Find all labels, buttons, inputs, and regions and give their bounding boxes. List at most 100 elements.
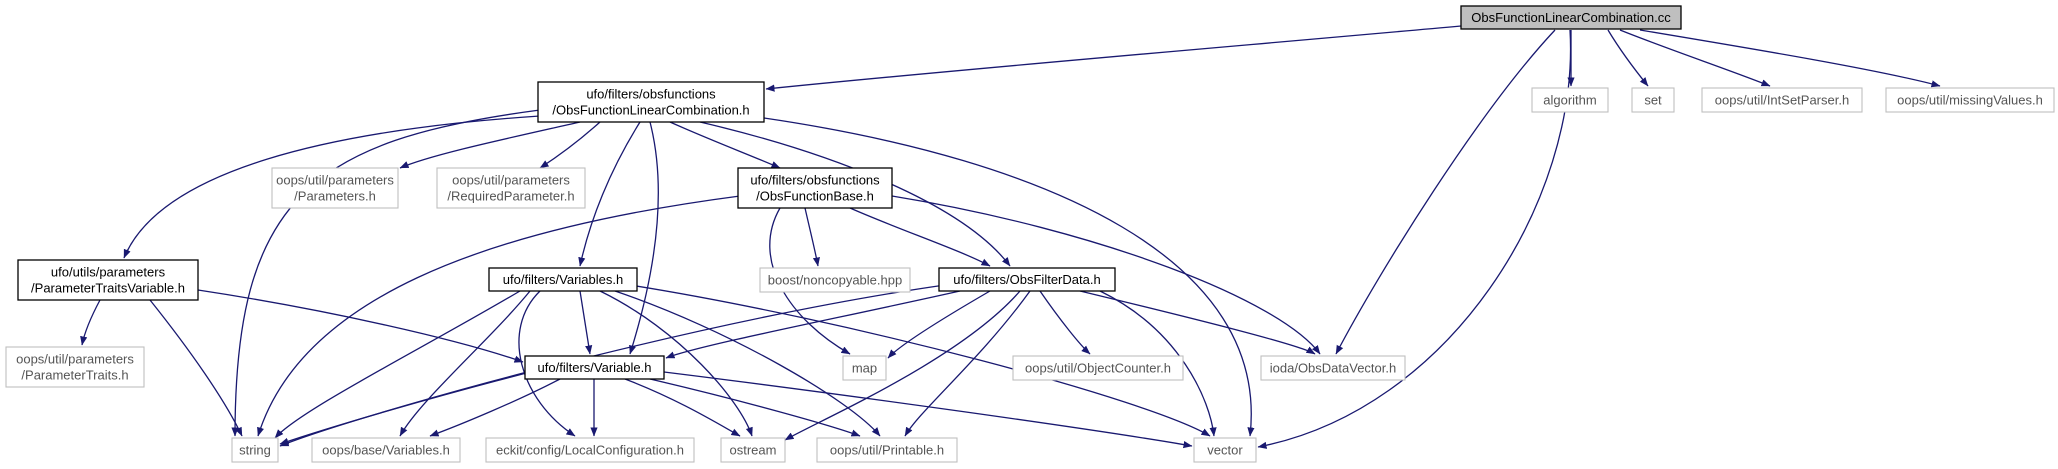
- node-box: [1012, 355, 1184, 381]
- node-box: [311, 437, 461, 463]
- node-lincomb_h[interactable]: ufo/filters/obsfunctions/ObsFunctionLine…: [537, 81, 765, 123]
- edge-root-to-obsdatavector: [1335, 29, 1556, 355]
- edge-lincomb_h-to-obsfunctionbase: [669, 121, 781, 169]
- node-box: [231, 437, 279, 463]
- node-box: [1531, 87, 1609, 113]
- nodes-layer: ObsFunctionLinearCombination.cc ufo/filte…: [5, 5, 2055, 463]
- edge-variables_h-to-basevariables: [399, 290, 531, 437]
- edge-lincomb_h-to-parameters: [399, 121, 581, 169]
- node-label: vector: [1207, 443, 1243, 458]
- edge-variables_h-to-string: [274, 290, 521, 439]
- edge-obsfunctionbase-to-obsdatavector: [891, 195, 1321, 355]
- edge-lincomb_h-to-requiredparam: [539, 121, 601, 169]
- node-label: oops/util/IntSetParser.h: [1715, 93, 1849, 108]
- node-box: [816, 437, 958, 463]
- node-box: [17, 259, 199, 301]
- node-label: ostream: [730, 443, 777, 458]
- edge-obsfilterdata-to-obsdatavector: [1079, 290, 1316, 355]
- edges-layer: [80, 25, 1941, 449]
- node-paramtraitsvar[interactable]: ufo/utils/parameters/ParameterTraitsVari…: [17, 259, 199, 301]
- node-missingvalues: oops/util/missingValues.h: [1885, 87, 2055, 113]
- edge-obsfunctionbase-to-obsfilterdata: [849, 207, 991, 267]
- edge-variables_h-to-ostream: [599, 290, 753, 437]
- node-box: [759, 267, 911, 293]
- edge-variables_h-to-vector: [629, 284, 1211, 437]
- node-root[interactable]: ObsFunctionLinearCombination.cc: [1460, 5, 1682, 30]
- node-parameters: oops/util/parameters/Parameters.h: [271, 167, 399, 209]
- edge-root-to-set: [1607, 29, 1649, 87]
- node-label: ufo/filters/Variable.h: [538, 360, 652, 375]
- node-printable: oops/util/Printable.h: [816, 437, 958, 463]
- node-box: [271, 167, 399, 209]
- node-set: set: [1631, 87, 1675, 113]
- edge-obsfilterdata-to-printable: [904, 290, 1031, 437]
- edge-variable_h-to-string: [279, 371, 528, 447]
- node-label: ufo/filters/obsfunctions: [586, 87, 716, 102]
- node-label: oops/util/parameters: [16, 352, 134, 367]
- node-obsdatavector: ioda/ObsDataVector.h: [1260, 355, 1406, 381]
- edge-paramtraitsvar-to-paramtraits: [80, 299, 101, 346]
- edge-variable_h-to-ostream: [624, 378, 741, 437]
- edge-variable_h-to-printable: [649, 378, 861, 437]
- edge-lincomb_h-to-variables_h: [578, 121, 641, 267]
- node-label: ufo/filters/Variables.h: [503, 272, 623, 287]
- node-label: /RequiredParameter.h: [447, 189, 574, 204]
- node-box: [1460, 5, 1682, 30]
- edge-variable_h-to-vector: [663, 371, 1193, 449]
- node-label: /ObsFunctionLinearCombination.h: [552, 103, 749, 118]
- edge-obsfilterdata-to-map: [887, 290, 991, 359]
- edge-root-to-intsetparser: [1619, 29, 1771, 87]
- node-box: [537, 81, 765, 123]
- node-label: /ParameterTraitsVariable.h: [31, 281, 185, 296]
- edge-obsfilterdata-to-variable_h: [665, 290, 961, 359]
- edge-lincomb_h-to-variable_h: [629, 121, 659, 355]
- edge-paramtraitsvar-to-variable_h: [197, 289, 524, 363]
- node-label: set: [1644, 93, 1662, 108]
- node-label: ufo/filters/obsfunctions: [750, 173, 880, 188]
- node-label: oops/util/Printable.h: [830, 443, 944, 458]
- node-label: /ObsFunctionBase.h: [756, 189, 874, 204]
- node-obsfilterdata[interactable]: ufo/filters/ObsFilterData.h: [938, 267, 1116, 292]
- node-map: map: [842, 355, 887, 381]
- node-box: [938, 267, 1116, 292]
- node-box: [737, 167, 893, 209]
- node-variable_h[interactable]: ufo/filters/Variable.h: [524, 355, 665, 380]
- node-variables_h[interactable]: ufo/filters/Variables.h: [488, 267, 638, 292]
- edge-variables_h-to-printable: [614, 290, 881, 437]
- edge-variable_h-to-basevariables: [429, 378, 561, 437]
- node-basevariables: oops/base/Variables.h: [311, 437, 461, 463]
- node-box: [720, 437, 786, 463]
- node-box: [488, 267, 638, 292]
- node-box: [5, 346, 145, 388]
- node-box: [1701, 87, 1863, 113]
- edge-root-to-vector: [1257, 29, 1572, 449]
- node-box: [1885, 87, 2055, 113]
- node-label: boost/noncopyable.hpp: [768, 273, 902, 288]
- node-box: [1260, 355, 1406, 381]
- edge-lincomb_h-to-vector: [763, 117, 1255, 437]
- node-ostream: ostream: [720, 437, 786, 463]
- node-label: ObsFunctionLinearCombination.cc: [1471, 10, 1671, 25]
- node-box: [1193, 437, 1257, 463]
- node-label: /ParameterTraits.h: [21, 368, 128, 383]
- edge-root-to-lincomb_h: [765, 25, 1462, 92]
- node-label: eckit/config/LocalConfiguration.h: [496, 443, 684, 458]
- node-objectcounter: oops/util/ObjectCounter.h: [1012, 355, 1184, 381]
- node-obsfunctionbase[interactable]: ufo/filters/obsfunctions/ObsFunctionBase…: [737, 167, 893, 209]
- node-box: [524, 355, 665, 380]
- edge-obsfunctionbase-to-string: [257, 195, 741, 437]
- node-algorithm: algorithm: [1531, 87, 1609, 113]
- edge-obsfilterdata-to-ostream: [784, 290, 1021, 441]
- node-noncopyable: boost/noncopyable.hpp: [759, 267, 911, 293]
- node-label: /Parameters.h: [294, 189, 376, 204]
- node-vector: vector: [1193, 437, 1257, 463]
- node-label: ufo/utils/parameters: [51, 265, 166, 280]
- node-box: [1631, 87, 1675, 113]
- edge-variables_h-to-variable_h: [579, 290, 593, 355]
- node-label: oops/util/ObjectCounter.h: [1025, 361, 1171, 376]
- node-intsetparser: oops/util/IntSetParser.h: [1701, 87, 1863, 113]
- node-label: map: [852, 361, 877, 376]
- edge-obsfilterdata-to-vector: [1099, 290, 1217, 437]
- node-label: ufo/filters/ObsFilterData.h: [953, 272, 1100, 287]
